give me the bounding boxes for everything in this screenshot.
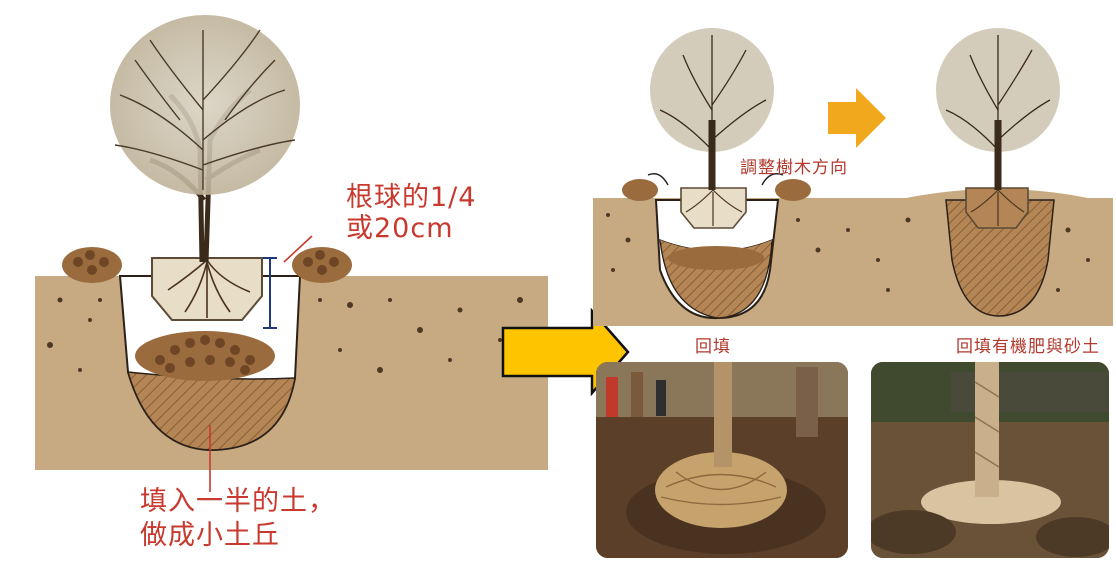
step2-tree xyxy=(936,28,1060,190)
organic-fertilizer-photo xyxy=(871,362,1109,558)
step1-tree xyxy=(650,28,774,190)
fill-note-line2: 做成小土丘 xyxy=(140,520,280,551)
step2-hole xyxy=(945,199,1055,317)
tree-crown xyxy=(110,15,300,195)
step1-caption: 回填 xyxy=(695,337,731,357)
side-soil-pile-left xyxy=(62,247,122,283)
step2-caption: 回填有機肥與砂土 xyxy=(956,337,1100,357)
depth-pointer-line xyxy=(283,235,313,263)
fill-note-line1: 填入一半的土， xyxy=(140,486,336,517)
side-soil-pile-right xyxy=(292,247,352,283)
ground-soil xyxy=(35,276,548,470)
depth-indicator xyxy=(263,257,277,329)
adjust-tree-direction-note: 調整樹木方向 xyxy=(740,158,848,178)
right-backfill-diagram: 調整樹木方向 回填 回填有機肥與砂土 xyxy=(588,0,1116,561)
backfill-illustration xyxy=(593,28,1113,326)
step-arrow xyxy=(828,88,886,148)
planting-hole-illustration xyxy=(35,15,548,492)
left-planting-diagram: 根球的1/4 或20cm 填入一半的土， 做成小土丘 xyxy=(35,15,548,551)
depth-note-line2: 或20cm xyxy=(346,213,454,244)
backfill-photo xyxy=(596,362,848,558)
depth-note-line1: 根球的1/4 xyxy=(346,182,477,213)
